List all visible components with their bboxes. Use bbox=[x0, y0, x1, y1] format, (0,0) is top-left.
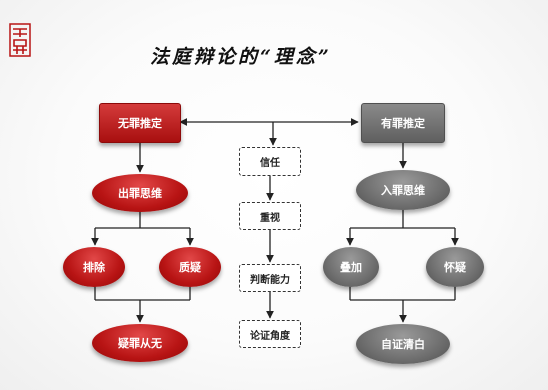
argument-angle-box: 论证角度 bbox=[239, 320, 301, 348]
suspicion-ellipse: 怀疑 bbox=[426, 247, 484, 287]
decriminalization-thinking-ellipse: 出罪思维 bbox=[92, 174, 188, 212]
doubt-acquittal-ellipse: 疑罪从无 bbox=[92, 324, 188, 362]
seal-logo bbox=[9, 23, 31, 57]
trust-box: 信任 bbox=[239, 147, 301, 176]
presumption-guilt-box: 有罪推定 bbox=[361, 103, 445, 143]
judgment-ability-box: 判断能力 bbox=[239, 264, 301, 292]
exclude-ellipse: 排除 bbox=[63, 247, 125, 287]
stacking-ellipse: 叠加 bbox=[323, 247, 379, 287]
page-title: 法庭辩论的“理念” bbox=[150, 46, 332, 68]
emphasis-box: 重视 bbox=[239, 202, 301, 230]
question-ellipse: 质疑 bbox=[159, 247, 221, 287]
self-exoneration-ellipse: 自证清白 bbox=[356, 324, 450, 364]
incrimination-thinking-ellipse: 入罪思维 bbox=[356, 170, 450, 210]
presumption-innocence-box: 无罪推定 bbox=[99, 103, 181, 143]
